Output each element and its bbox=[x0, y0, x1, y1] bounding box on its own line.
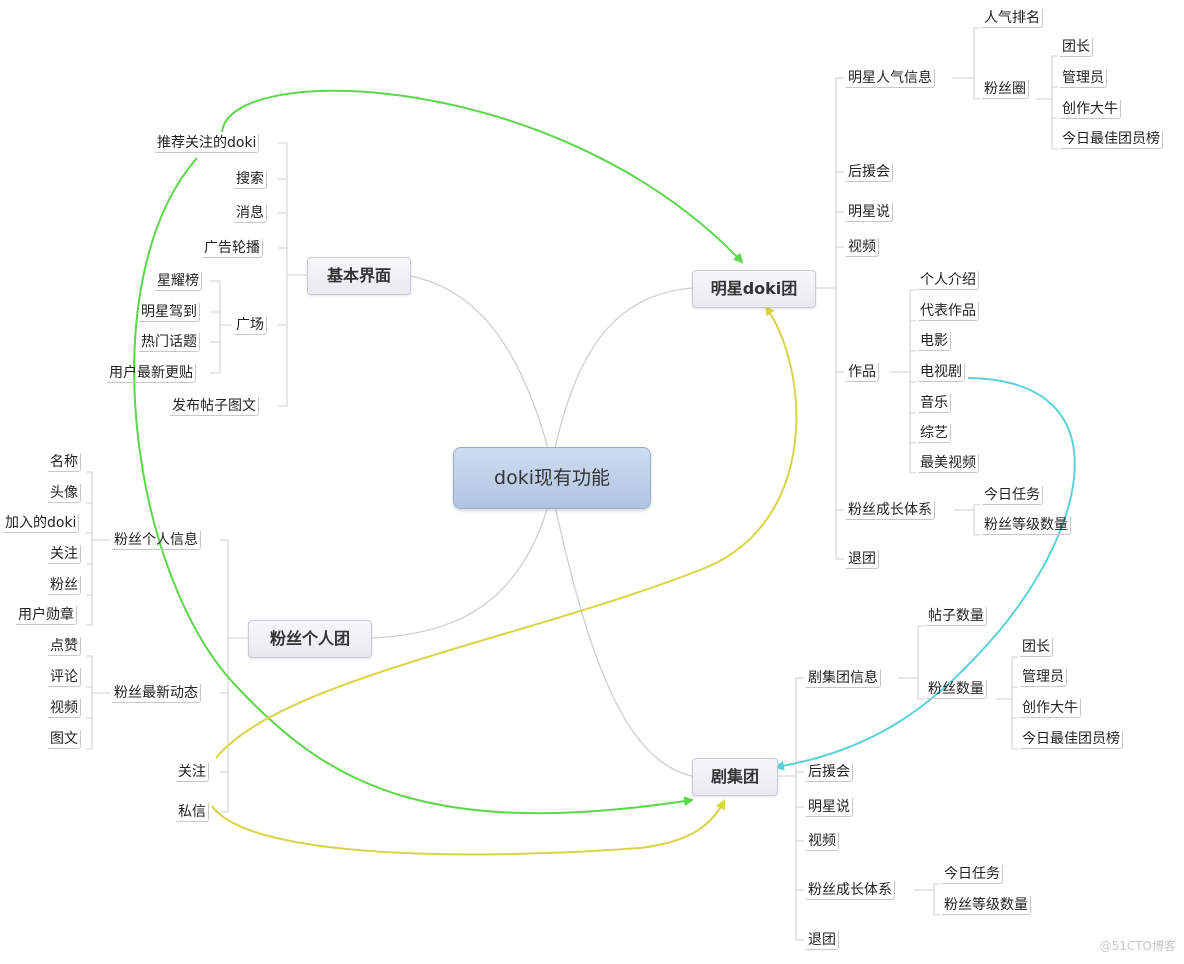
node-plaza-item[interactable]: 热门话题 bbox=[139, 333, 200, 352]
node-drama-support[interactable]: 后援会 bbox=[806, 763, 853, 782]
yellow-arrow-dm-to-drama bbox=[211, 799, 725, 856]
node-fan-dm[interactable]: 私信 bbox=[176, 803, 209, 822]
node-plaza-item[interactable]: 星耀榜 bbox=[155, 272, 202, 291]
node-fan-activity-item[interactable]: 点赞 bbox=[48, 637, 81, 656]
node-fan-club-item[interactable]: 今日最佳团员榜 bbox=[1060, 130, 1163, 149]
node-recommend-doki[interactable]: 推荐关注的doki bbox=[155, 134, 260, 153]
branch-basic-interface[interactable]: 基本界面 bbox=[307, 257, 411, 295]
node-works-item[interactable]: 综艺 bbox=[918, 424, 951, 443]
node-popularity-ranking[interactable]: 人气排名 bbox=[982, 9, 1043, 28]
node-search[interactable]: 搜索 bbox=[234, 170, 267, 189]
node-fan-activity-item[interactable]: 视频 bbox=[48, 699, 81, 718]
node-drama-fans-item[interactable]: 今日最佳团员榜 bbox=[1020, 730, 1123, 749]
node-star-video[interactable]: 视频 bbox=[846, 238, 879, 257]
node-star-quit[interactable]: 退团 bbox=[846, 550, 879, 569]
branch-star-doki[interactable]: 明星doki团 bbox=[692, 270, 816, 308]
node-star-growth[interactable]: 粉丝成长体系 bbox=[846, 501, 935, 520]
node-fan-info-item[interactable]: 加入的doki bbox=[3, 514, 80, 533]
node-fan-info-item[interactable]: 名称 bbox=[48, 453, 81, 472]
node-fan-club[interactable]: 粉丝圈 bbox=[982, 80, 1029, 99]
tree-lines bbox=[86, 27, 1058, 941]
node-message[interactable]: 消息 bbox=[234, 204, 267, 223]
node-drama-star-says[interactable]: 明星说 bbox=[806, 798, 853, 817]
node-star-says[interactable]: 明星说 bbox=[846, 203, 893, 222]
node-drama-fans-item[interactable]: 团长 bbox=[1020, 638, 1053, 657]
branch-drama-group[interactable]: 剧集团 bbox=[692, 758, 778, 796]
cyan-arrow-tvdrama-to-drama-support bbox=[774, 377, 1076, 771]
central-branches bbox=[369, 275, 693, 777]
node-drama-fans[interactable]: 粉丝数量 bbox=[926, 680, 987, 699]
node-drama-info[interactable]: 剧集团信息 bbox=[806, 669, 881, 688]
node-works-item[interactable]: 最美视频 bbox=[918, 454, 979, 473]
branch-fan-group[interactable]: 粉丝个人团 bbox=[248, 620, 372, 658]
node-drama-posts[interactable]: 帖子数量 bbox=[926, 607, 987, 626]
node-drama-growth[interactable]: 粉丝成长体系 bbox=[806, 881, 895, 900]
yellow-arrow-follow-to-star bbox=[215, 305, 798, 759]
green-arrow-recommend-to-drama bbox=[133, 157, 694, 815]
node-fan-club-item[interactable]: 创作大牛 bbox=[1060, 100, 1121, 119]
node-works-item[interactable]: 代表作品 bbox=[918, 302, 979, 321]
central-topic[interactable]: doki现有功能 bbox=[453, 447, 651, 509]
node-works-item[interactable]: 电影 bbox=[918, 332, 951, 351]
node-fan-activity[interactable]: 粉丝最新动态 bbox=[112, 684, 201, 703]
node-plaza[interactable]: 广场 bbox=[234, 316, 267, 335]
node-plaza-item[interactable]: 用户最新更贴 bbox=[107, 364, 196, 383]
node-fan-info-item[interactable]: 粉丝 bbox=[48, 576, 81, 595]
node-star-support[interactable]: 后援会 bbox=[846, 163, 893, 182]
node-fan-info-item[interactable]: 关注 bbox=[48, 545, 81, 564]
node-ad-carousel[interactable]: 广告轮播 bbox=[202, 239, 263, 258]
node-star-popularity[interactable]: 明星人气信息 bbox=[846, 69, 935, 88]
node-fan-activity-item[interactable]: 图文 bbox=[48, 730, 81, 749]
node-drama-fans-item[interactable]: 管理员 bbox=[1020, 668, 1067, 687]
node-drama-fans-item[interactable]: 创作大牛 bbox=[1020, 699, 1081, 718]
node-fan-info-item[interactable]: 头像 bbox=[48, 484, 81, 503]
node-fan-info-item[interactable]: 用户勋章 bbox=[16, 606, 77, 625]
node-works-item[interactable]: 电视剧 bbox=[918, 363, 965, 382]
node-star-growth-item[interactable]: 粉丝等级数量 bbox=[982, 516, 1071, 535]
node-star-growth-item[interactable]: 今日任务 bbox=[982, 486, 1043, 505]
node-plaza-item[interactable]: 明星驾到 bbox=[139, 303, 200, 322]
node-drama-quit[interactable]: 退团 bbox=[806, 931, 839, 950]
node-works-item[interactable]: 个人介绍 bbox=[918, 271, 979, 290]
node-drama-video[interactable]: 视频 bbox=[806, 832, 839, 851]
node-fan-club-item[interactable]: 团长 bbox=[1060, 38, 1093, 57]
node-drama-growth-item[interactable]: 粉丝等级数量 bbox=[942, 896, 1031, 915]
node-works[interactable]: 作品 bbox=[846, 363, 879, 382]
node-post[interactable]: 发布帖子图文 bbox=[170, 397, 259, 416]
node-works-item[interactable]: 音乐 bbox=[918, 394, 951, 413]
node-fan-activity-item[interactable]: 评论 bbox=[48, 668, 81, 687]
node-drama-growth-item[interactable]: 今日任务 bbox=[942, 865, 1003, 884]
watermark: @51CTO博客 bbox=[1099, 939, 1176, 953]
node-fan-club-item[interactable]: 管理员 bbox=[1060, 69, 1107, 88]
node-fan-follow[interactable]: 关注 bbox=[176, 763, 209, 782]
node-fan-info[interactable]: 粉丝个人信息 bbox=[112, 531, 201, 550]
green-arrow-recommend-to-star bbox=[221, 89, 744, 264]
